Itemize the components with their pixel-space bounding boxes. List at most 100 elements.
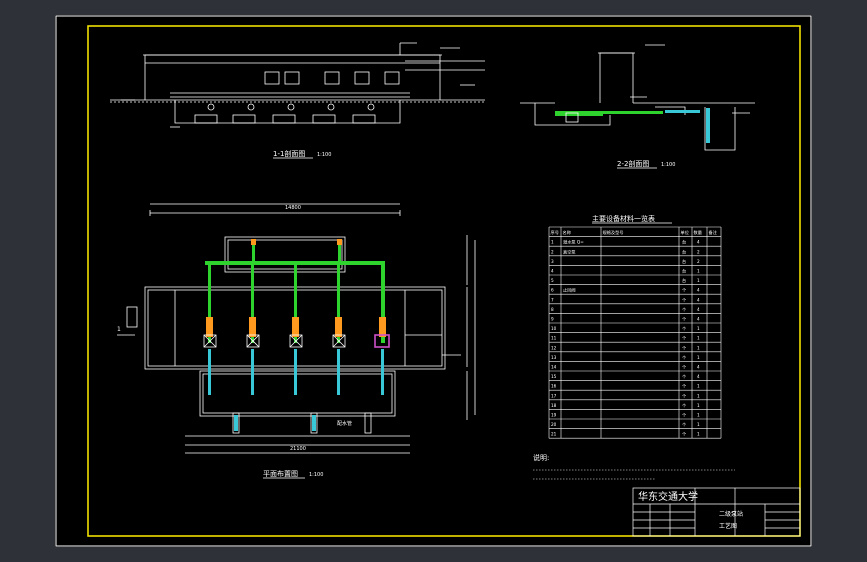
table-cell-no: 9 (551, 317, 554, 322)
table-cell-name: 真空泵 (563, 248, 576, 255)
table-cell-no: 15 (551, 374, 557, 379)
table-cell-qty: 4 (697, 297, 700, 302)
table-cell-unit: 个 (682, 432, 687, 437)
section-1-scale: 1:100 (317, 152, 331, 158)
table-cell-no: 10 (551, 326, 557, 331)
table-header-cell: 名称 (563, 229, 571, 236)
table-cell-qty: 1 (697, 413, 700, 418)
table-cell-no: 19 (551, 413, 557, 418)
table-title: 主要设备材料一览表 (592, 214, 655, 223)
drawing-sheet: 1-1剖面图 1:100 2-2剖面图 1:100 (55, 15, 812, 547)
plan-legend-label: 配水管 (337, 420, 352, 427)
table-cell-qty: 1 (697, 269, 700, 274)
table-cell-no: 21 (551, 432, 557, 437)
table-cell-name: 潜水泵 Q= (563, 239, 584, 246)
cad-drawing: 1-1剖面图 1:100 2-2剖面图 1:100 (55, 15, 812, 547)
table-cell-qty: 1 (697, 355, 700, 360)
table-cell-unit: 个 (682, 393, 687, 398)
table-cell-no: 18 (551, 403, 557, 408)
table-cell-no: 5 (551, 278, 554, 283)
table-cell-no: 13 (551, 355, 557, 360)
inner-frame (87, 25, 801, 537)
bottom-dimension: 21100 (290, 446, 306, 452)
table-cell-no: 7 (551, 297, 554, 302)
table-cell-qty: 2 (697, 249, 700, 254)
pump-section2 (565, 112, 579, 123)
table-cell-qty: 1 (697, 422, 700, 427)
highlight-pump (374, 334, 390, 348)
table-cell-qty: 1 (697, 326, 700, 331)
table-cell-unit: 个 (682, 288, 687, 293)
table-cell-unit: 台 (682, 277, 686, 284)
table-cell-unit: 个 (682, 317, 687, 322)
table-cell-unit: 个 (682, 326, 687, 331)
table-cell-qty: 4 (697, 365, 700, 370)
table-cell-unit: 个 (682, 365, 687, 370)
table-cell-no: 8 (551, 307, 554, 312)
table-cell-unit: 台 (682, 239, 686, 246)
table-cell-qty: 1 (697, 336, 700, 341)
valves (206, 239, 386, 337)
table-cell-qty: 4 (697, 317, 700, 322)
table-cell-qty: 1 (697, 278, 700, 283)
discharge-header-pipe (205, 245, 385, 343)
table-cell-unit: 个 (682, 336, 687, 341)
pipe-green-section2 (555, 111, 603, 116)
pipe-cyan-riser (706, 108, 710, 143)
drawing-type: 工艺图 (719, 522, 737, 530)
notes-title: 说明: (533, 453, 549, 462)
plan-dimension: 14800 (285, 205, 301, 211)
section-2-title: 2-2剖面图 (617, 159, 649, 168)
table-cell-no: 12 (551, 345, 557, 350)
table-cell-qty: 4 (697, 240, 700, 245)
table-cell-no: 17 (551, 393, 557, 398)
table-cell-unit: 台 (682, 258, 686, 265)
section-1-1 (110, 42, 485, 128)
suction-pipes (208, 349, 384, 431)
school-name: 华东交通大学 (638, 490, 698, 503)
table-cell-unit: 个 (682, 384, 687, 389)
table-cell-no: 20 (551, 422, 557, 427)
table-cell-no: 6 (551, 288, 554, 293)
section-2-scale: 1:100 (661, 162, 675, 168)
table-cell-qty: 1 (697, 432, 700, 437)
table-cell-qty: 4 (697, 374, 700, 379)
table-cell-no: 4 (551, 269, 554, 274)
table-cell-unit: 个 (682, 355, 687, 360)
table-cell-unit: 个 (682, 297, 687, 302)
section-2-2 (520, 44, 755, 151)
title-block (632, 487, 801, 537)
table-cell-qty: 4 (697, 307, 700, 312)
table-cell-name: 止回阀 (563, 287, 576, 294)
table-cell-qty: 4 (697, 288, 700, 293)
table-cell-qty: 1 (697, 403, 700, 408)
table-cell-unit: 个 (682, 374, 687, 379)
table-cell-qty: 1 (697, 393, 700, 398)
table-cell-unit: 个 (682, 307, 687, 312)
table-cell-qty: 1 (697, 345, 700, 350)
pipe-cyan-section2 (665, 110, 700, 113)
plan-scale: 1:100 (309, 472, 323, 478)
table-cell-no: 16 (551, 384, 557, 389)
table-cell-no: 3 (551, 259, 554, 264)
table-cell-no: 14 (551, 365, 557, 370)
table-cell-no: 1 (551, 240, 554, 245)
table-cell-unit: 个 (682, 345, 687, 350)
section-1-title: 1-1剖面图 (273, 149, 305, 158)
table-header-cell: 序号 (551, 229, 559, 236)
drawing-name: 二级泵站 (719, 510, 743, 518)
table-cell-unit: 个 (682, 422, 687, 427)
section-mark: 1 (117, 326, 121, 333)
table-cell-unit: 台 (682, 268, 686, 275)
outer-border (55, 15, 812, 547)
table-cell-qty: 1 (697, 384, 700, 389)
pipe-green-section2-b (603, 111, 663, 114)
table-header-cell: 规格及型号 (603, 229, 624, 236)
table-header-cell: 单位 (681, 229, 689, 236)
table-cell-unit: 台 (682, 248, 686, 255)
table-cell-no: 2 (551, 249, 554, 254)
table-header-cell: 数量 (694, 229, 702, 236)
table-cell-qty: 2 (697, 259, 700, 264)
table-cell-unit: 个 (682, 413, 687, 418)
